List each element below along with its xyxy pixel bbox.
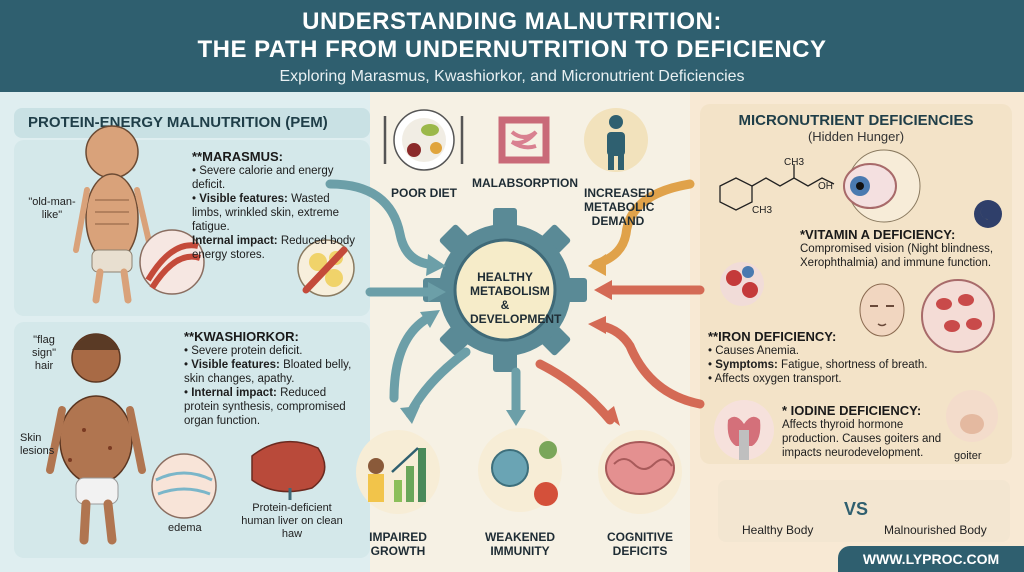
healthy-body-label: Healthy Body xyxy=(742,523,814,537)
vitamin-a-description: Compromised vision (Night blindness, Xer… xyxy=(800,243,994,269)
kwashiorkor-impact-label: Internal impact: xyxy=(191,387,277,399)
muscle-icon xyxy=(145,242,201,290)
kwashiorkor-heading: **KWASHIORKOR: xyxy=(184,329,299,344)
iron-symptoms-label: Symptoms: xyxy=(715,359,778,371)
title-line-2: THE PATH FROM UNDERNUTRITION TO DEFICIEN… xyxy=(197,36,827,63)
vs-label: VS xyxy=(843,499,868,519)
flag-sign-label: "flag sign" hair xyxy=(31,334,57,372)
marasmus-impact-label: Internal impact: xyxy=(192,235,278,247)
poor-diet-label: POOR DIET xyxy=(390,186,457,200)
kwashiorkor-child-illustration xyxy=(46,333,146,545)
goiter-label: goiter xyxy=(954,450,982,462)
liver-icon xyxy=(251,440,326,493)
malnourished-body-label: Malnourished Body xyxy=(884,523,987,537)
center-label: HEALTHY METABOLISM & DEVELOPMENT xyxy=(470,270,562,326)
iron-bullet-3: Affects oxygen transport. xyxy=(708,372,958,386)
iron-symptoms-text: Fatigue, shortness of breath. xyxy=(777,359,928,371)
blood-cells-zoom xyxy=(921,279,995,353)
malabsorption-label: MALABSORPTION xyxy=(472,176,578,190)
micronutrient-title: MICRONUTRIENT DEFICIENCIES xyxy=(738,112,974,129)
header: UNDERSTANDING MALNUTRITION: THE PATH FRO… xyxy=(0,0,1024,92)
person-icon xyxy=(584,108,648,172)
molecule-ch3-top: CH3 xyxy=(784,157,805,168)
thyroid-icon xyxy=(714,400,774,460)
kwashiorkor-bullet-1: Severe protein deficit. xyxy=(184,344,364,358)
vitamin-a-heading: *VITAMIN A DEFICIENCY: xyxy=(800,227,956,242)
kwashiorkor-impact-text: Reduced protein synthesis, compromised o… xyxy=(184,387,346,427)
iron-bullet-1: Causes Anemia. xyxy=(708,344,958,358)
gear-icon xyxy=(423,208,587,372)
marasmus-features-label: Visible features: xyxy=(199,193,288,205)
kwashiorkor-features-text: Bloated belly, skin changes, apathy. xyxy=(184,359,352,385)
edema-zoom-circle xyxy=(151,453,217,519)
iodine-heading: * IODINE DEFICIENCY: xyxy=(782,403,922,418)
iodine-text: * IODINE DEFICIENCY: Affects thyroid hor… xyxy=(782,404,950,460)
marasmus-child-illustration xyxy=(73,125,153,304)
iron-bullet-2: Symptoms: Fatigue, shortness of breath. xyxy=(708,358,958,372)
virus-icon xyxy=(491,449,529,487)
impaired-growth-label: IMPAIRED GROWTH xyxy=(369,530,427,558)
marasmus-heading: **MARASMUS: xyxy=(192,149,283,164)
kwashiorkor-bullet-3: Internal impact: Reduced protein synthes… xyxy=(184,386,364,428)
retinol-molecule xyxy=(719,164,835,211)
vitamin-a-text: *VITAMIN A DEFICIENCY: Compromised visio… xyxy=(800,228,1006,270)
molecule-oh: OH xyxy=(818,181,833,192)
kwashiorkor-features-label: Visible features: xyxy=(191,359,280,371)
liver-label: Protein-deficient human liver on clean h… xyxy=(241,502,343,540)
marasmus-bullet-2: Visible features: Wasted limbs, wrinkled… xyxy=(192,192,362,234)
weakened-immunity-label: WEAKENED IMMUNITY xyxy=(484,530,555,558)
intestine-icon xyxy=(498,116,550,164)
iron-heading: **IRON DEFICIENCY: xyxy=(708,329,837,344)
marasmus-features-text: Wasted limbs, wrinkled skin, extreme fat… xyxy=(192,193,339,233)
plate-icon xyxy=(383,109,464,171)
pem-title: PROTEIN-ENERGY MALNUTRITION (PEM) xyxy=(14,108,370,138)
tired-face-icon xyxy=(859,283,905,337)
marasmus-impact-text: Reduced body energy stores. xyxy=(192,235,356,261)
goiter-neck-icon xyxy=(946,390,998,442)
kwashiorkor-text: **KWASHIORKOR: Severe protein deficit. V… xyxy=(184,330,364,428)
page-subtitle: Exploring Marasmus, Kwashiorkor, and Mic… xyxy=(279,68,745,85)
iron-text: **IRON DEFICIENCY: Causes Anemia. Sympto… xyxy=(708,330,958,386)
eye-icon xyxy=(843,149,1002,228)
kwashiorkor-bullet-2: Visible features: Bloated belly, skin ch… xyxy=(184,358,364,386)
metabolic-demand-label: INCREASED METABOLIC DEMAND xyxy=(584,186,655,228)
iodine-description: Affects thyroid hormone production. Caus… xyxy=(782,419,942,459)
micronutrient-title-block: MICRONUTRIENT DEFICIENCIES (Hidden Hunge… xyxy=(700,104,1012,156)
title-line-1: UNDERSTANDING MALNUTRITION: xyxy=(302,8,722,35)
website-url[interactable]: WWW.LYPROC.COM xyxy=(838,546,1024,572)
old-man-label: "old-man-like" xyxy=(28,196,76,221)
edema-label: edema xyxy=(168,522,202,534)
micronutrient-subtitle: (Hidden Hunger) xyxy=(807,129,905,144)
skin-lesions-label: Skin lesions xyxy=(20,432,55,457)
marasmus-impact: Internal impact: Reduced body energy sto… xyxy=(192,234,362,262)
arrowheads xyxy=(400,254,620,426)
red-blood-cells-icon xyxy=(720,262,764,306)
marasmus-text: **MARASMUS: Severe calorie and energy de… xyxy=(192,150,362,262)
marasmus-bullet-1: Severe calorie and energy deficit. xyxy=(192,164,362,192)
comparison-box xyxy=(718,480,1010,542)
page-title: UNDERSTANDING MALNUTRITION: THE PATH FRO… xyxy=(0,0,1024,64)
cognitive-deficits-label: COGNITIVE DEFICITS xyxy=(606,530,673,558)
molecule-ch3-bottom: CH3 xyxy=(752,205,773,216)
